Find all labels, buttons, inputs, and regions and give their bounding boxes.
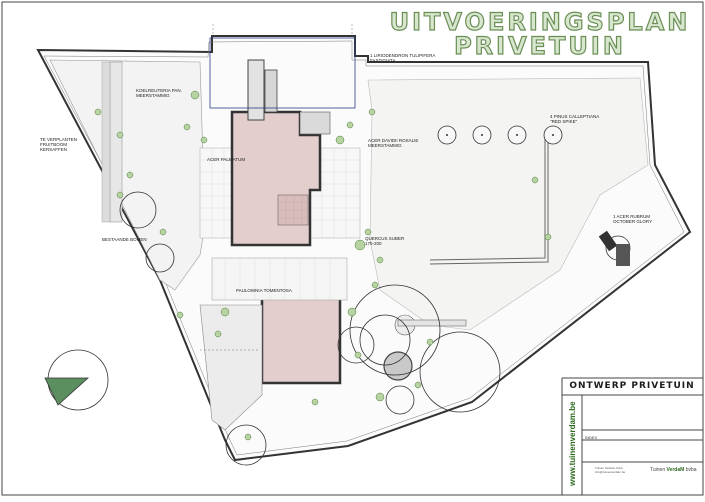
website-text: www.tuinenverdam.be [568, 401, 577, 486]
lower-paving [199, 304, 263, 431]
contact-line-1: Tuinen Verdam bvba [595, 466, 623, 470]
label-quercus: QUERCUS SUBER 175-200 [365, 236, 405, 246]
entrance-walkway [247, 59, 265, 121]
left-path [101, 61, 111, 223]
entrance-walkway-2 [264, 69, 278, 113]
label-pinus: 4 PINUS CALLEPTIANA "RED SPIKE" [550, 114, 600, 124]
front-grey-step [299, 111, 331, 135]
title-block-index: INDEX [585, 435, 598, 440]
bench-icon [598, 230, 630, 266]
tree-canopies [47, 191, 631, 466]
label-acer-rubrum: 1 ACER RUBRUM OCTOBER GLORY [613, 214, 653, 224]
company-logo: Tuinen VerdaM bvba [650, 467, 697, 473]
bench-path [397, 319, 467, 327]
tree-symbol-icon [94, 90, 552, 441]
title-block-website: www.tuinenverdam.be [566, 400, 580, 488]
label-fruitboom: TE VERPLANTEN FRUITBOOM KERSAFFEN [40, 137, 78, 152]
property-boundary-inner [43, 40, 685, 456]
lawn-area [367, 77, 649, 331]
patio-strip [211, 257, 348, 301]
driveway-blue-line [209, 37, 356, 109]
label-koelreuteria: KOELREUTERIA PAN. MEERSTAMMIG [136, 88, 182, 98]
logo-prefix: Tuinen [650, 467, 666, 473]
label-acer-palmatum: ACER PALMATUM [207, 157, 246, 162]
logo-brand: VerdaM [666, 467, 685, 473]
title-block-contact: Tuinen Verdam bvba info@tuinenverdam.be [595, 466, 625, 474]
round-patio [383, 351, 413, 381]
title-block-frame [561, 377, 703, 495]
contact-line-2: info@tuinenverdam.be [595, 470, 626, 474]
label-liriodendron: 1 LIRIODENDRON TULIPIFERA FASTIGIATA [370, 53, 436, 63]
label-paulownia: PAULOWNIA TOMENTOSA [236, 288, 292, 293]
compass-north-arrow-icon [44, 377, 90, 406]
label-acer-davidii: ACER DAVIDII ROSALIE MEERSTAMMIG [368, 138, 419, 148]
annex-building [260, 296, 342, 385]
plan-title-line-1: UITVOERINGSPLAN [389, 7, 691, 36]
logo-suffix: bvba [685, 467, 697, 473]
title-block-project-name: ONTWERP PRIVETUIN [569, 381, 695, 391]
plan-title-line-2: PRIVETUIN [453, 31, 626, 60]
label-bestaande: BESTAANDE BOMEN [102, 237, 147, 242]
